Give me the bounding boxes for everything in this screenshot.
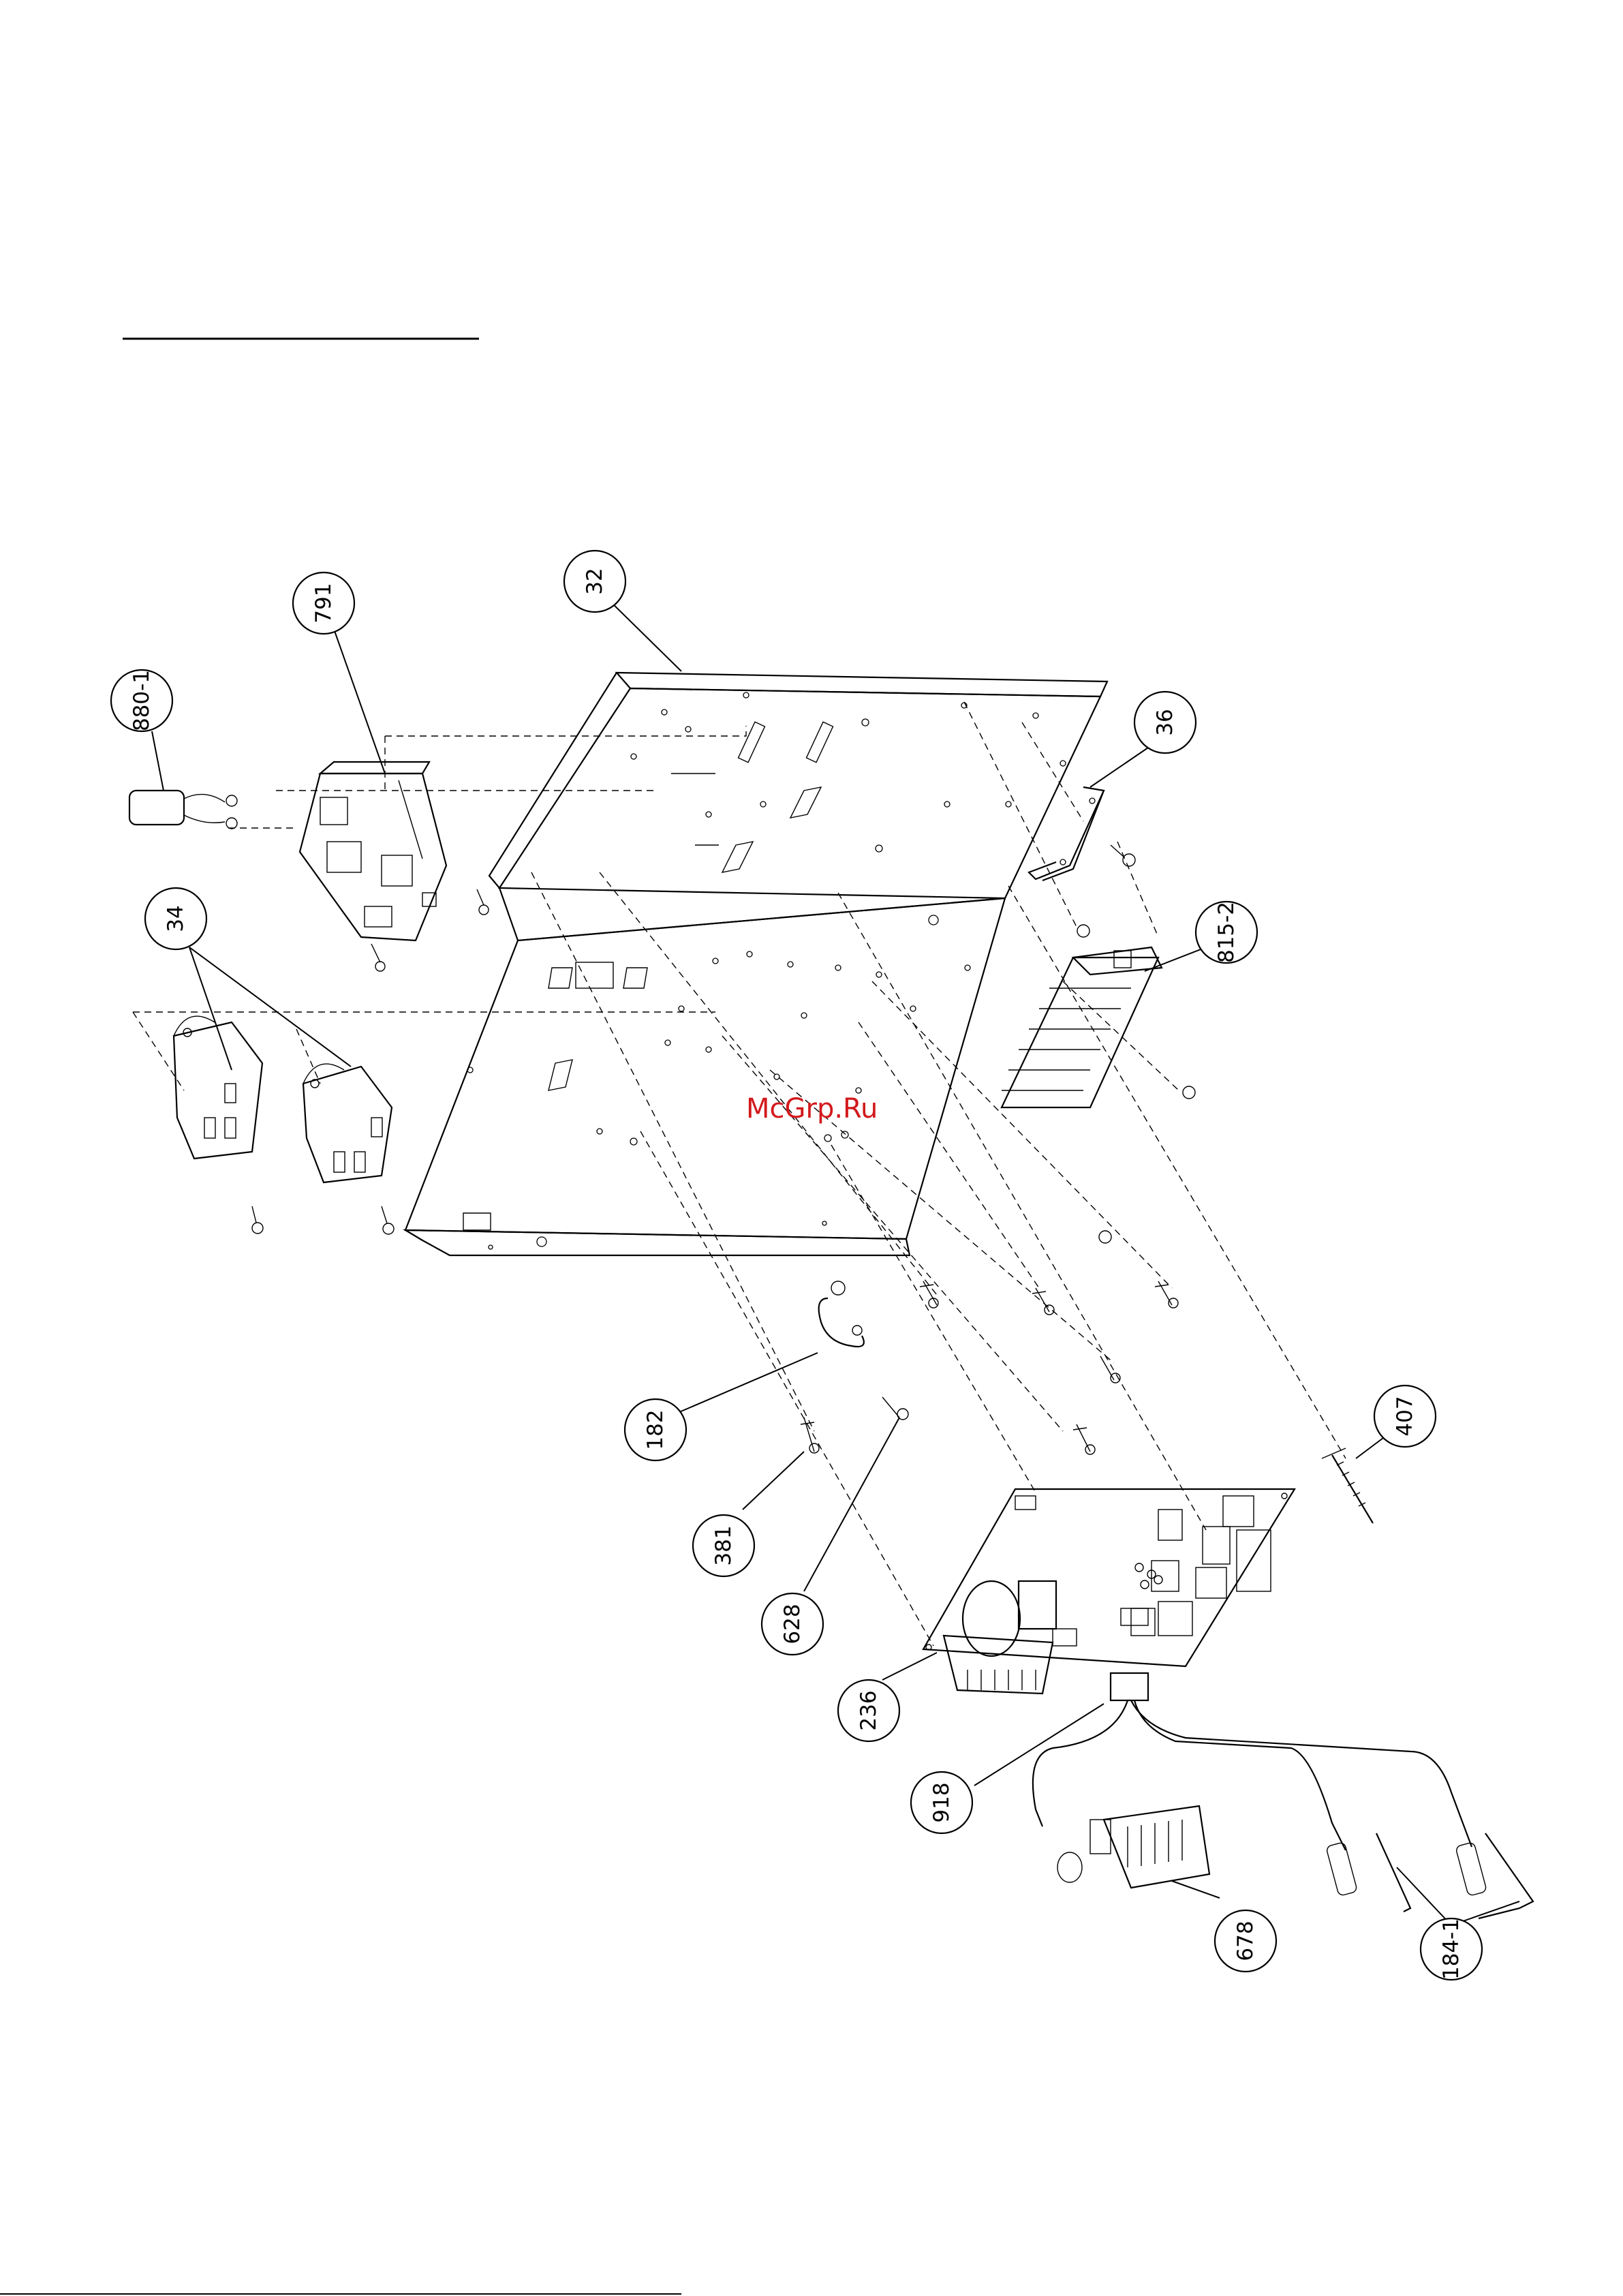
watermark: McGrp.Ru [746, 1093, 878, 1124]
balloon-label: 678 [1233, 1920, 1258, 1961]
balloon-236: 236 [838, 1680, 899, 1741]
wire-harness [1033, 1673, 1487, 1896]
balloon-label: 918 [929, 1782, 954, 1822]
long-screw [1322, 1448, 1373, 1523]
connector [1090, 1806, 1209, 1888]
balloon-label: 36 [1153, 709, 1177, 735]
relay-holder [300, 762, 489, 971]
balloon-label: 182 [643, 1409, 668, 1450]
balloon-label: 32 [583, 568, 607, 594]
balloon-628: 628 [762, 1593, 823, 1655]
balloon-label: 184-1 [1439, 1918, 1464, 1980]
balloon-918: 918 [911, 1772, 972, 1833]
balloon-label: 236 [856, 1690, 881, 1730]
balloon-36: 36 [1134, 692, 1196, 753]
balloon-32: 32 [564, 551, 625, 612]
balloon-label: 407 [1393, 1396, 1417, 1436]
balloon-label: 34 [164, 905, 188, 932]
balloon-label: 815-2 [1214, 902, 1239, 963]
balloon-880-1: 880-1 [111, 670, 172, 731]
balloon-791: 791 [293, 572, 354, 634]
relay-right [303, 1064, 394, 1234]
standoffs [801, 1281, 1178, 1454]
balloon-label: 628 [780, 1604, 805, 1644]
balloon-381: 381 [693, 1515, 754, 1576]
balloon-815-2: 815-2 [1196, 902, 1257, 963]
control-board [923, 1489, 1295, 1694]
capacitor [129, 791, 237, 829]
chassis-bracket [405, 673, 1107, 1255]
terminal-block [1002, 925, 1195, 1243]
assembly-lines [133, 702, 1346, 1646]
balloon-182: 182 [625, 1399, 686, 1460]
clips [1376, 1833, 1533, 1918]
balloon-label: 791 [311, 583, 336, 623]
balloon-label: 880-1 [129, 670, 154, 731]
balloon-678: 678 [1215, 1910, 1276, 1972]
small-bracket [1029, 787, 1135, 881]
balloon-label: 381 [711, 1525, 736, 1565]
standoff-clip [819, 1281, 864, 1347]
balloon-184-1: 184-1 [1421, 1918, 1482, 1980]
balloon-34: 34 [145, 888, 206, 949]
balloon-407: 407 [1374, 1386, 1436, 1447]
relay-left [174, 1016, 263, 1234]
leader-lines [152, 596, 1519, 1925]
